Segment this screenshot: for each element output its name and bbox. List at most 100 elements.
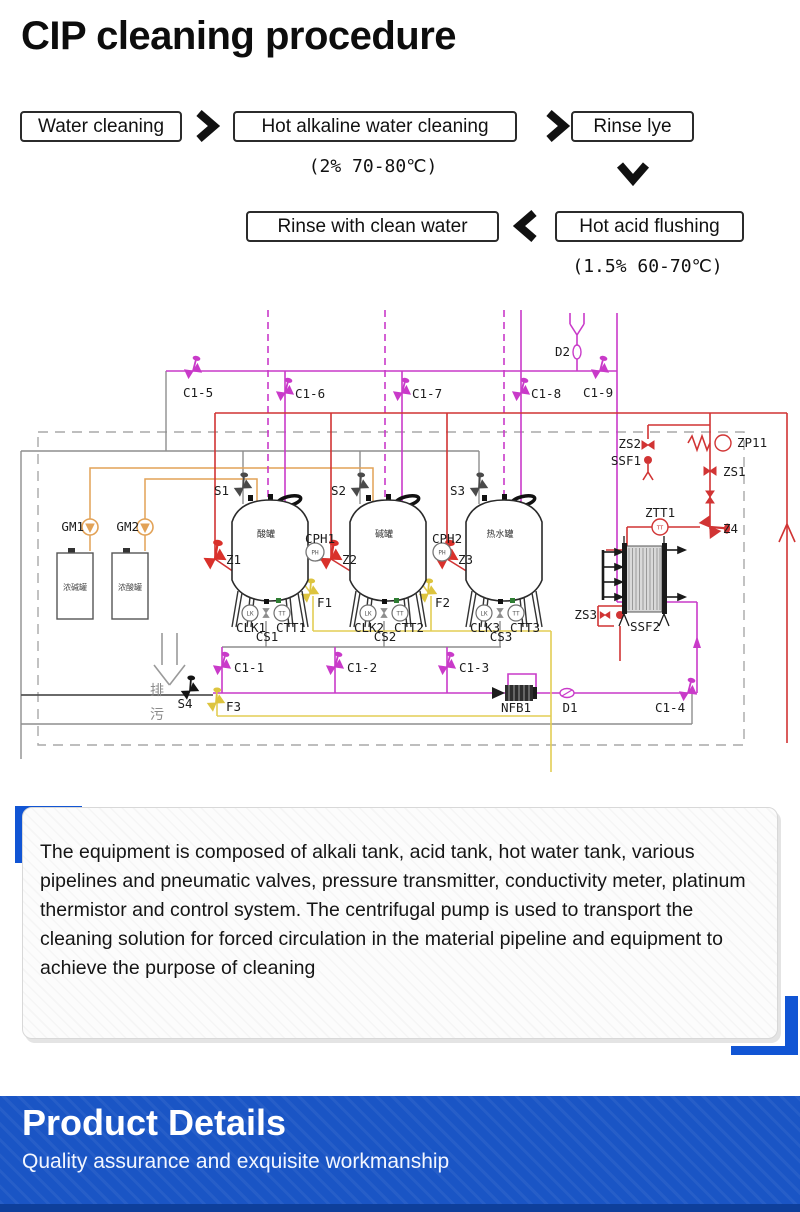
- page-title: CIP cleaning procedure: [21, 14, 457, 58]
- diagram-labels: C1-5 C1-6 C1-7 C1-8 C1-9 D2 S1 S2 S3 Z1 …: [61, 344, 767, 723]
- drain-arrow-icon: [153, 633, 186, 686]
- equipment-description: The equipment is composed of alkali tank…: [40, 841, 746, 979]
- acid-tank: [230, 491, 310, 629]
- label-cs1: CS1: [256, 629, 279, 644]
- arrow-left-icon: [513, 209, 537, 243]
- label-ssf2: SSF2: [630, 619, 660, 634]
- label-alkali-tank: 碱罐: [375, 528, 393, 540]
- label-clk1: CLK1: [236, 620, 266, 635]
- label-zs1: ZS1: [723, 464, 746, 479]
- label-cs2: CS2: [374, 629, 397, 644]
- hot-water-piping: [214, 412, 796, 743]
- flow-note-alkaline-condition: (2% 70-80℃): [308, 156, 438, 177]
- label-drain-char-2: 污: [150, 707, 164, 723]
- orange-piping: [89, 467, 374, 551]
- label-d1: D1: [562, 700, 577, 715]
- description-card: [22, 807, 778, 1039]
- glyph-tt-2: TT: [396, 611, 404, 618]
- label-c1-9: C1-9: [583, 385, 613, 400]
- label-z4: Z4: [723, 521, 738, 536]
- ssf1-sensor-icon: [644, 456, 652, 464]
- banner-subtitle: Quality assurance and exquisite workmans…: [22, 1150, 450, 1173]
- arrow-right-icon: [546, 109, 570, 143]
- label-s3: S3: [450, 483, 465, 498]
- flow-note-acid-condition: (1.5% 60-70℃): [572, 256, 723, 277]
- flow-step-rinse-lye: Rinse lye: [571, 111, 694, 142]
- label-ssf1: SSF1: [611, 453, 641, 468]
- label-cs3: CS3: [490, 629, 513, 644]
- label-clk3: CLK3: [470, 620, 500, 635]
- label-c1-2: C1-2: [347, 660, 377, 675]
- label-ztt1: ZTT1: [645, 505, 675, 520]
- centrifugal-pump-nfb1-icon: [492, 685, 537, 701]
- label-ctt2: CTT2: [394, 620, 424, 635]
- label-drain-char-1: 排: [150, 683, 164, 699]
- hot-water-tank: [464, 491, 544, 629]
- flow-step-label: Hot acid flushing: [579, 215, 720, 237]
- label-ctt3: CTT3: [510, 620, 540, 635]
- label-s1: S1: [214, 483, 229, 498]
- glyph-tt-3: TT: [512, 611, 520, 618]
- label-c1-6: C1-6: [295, 386, 325, 401]
- banner-bottom-strip: [0, 1204, 800, 1212]
- label-zs3: ZS3: [574, 607, 597, 622]
- arrow-down-icon: [616, 162, 650, 187]
- concentrate-tanks: [56, 548, 149, 620]
- d1-indicator-line: [561, 689, 573, 697]
- ph-meter-2-icon: [432, 542, 452, 562]
- plate-heat-exchanger: [601, 536, 688, 627]
- flow-arrow-up-magenta: [693, 636, 701, 648]
- alkali-tank: [348, 491, 428, 629]
- flow-step-hot-acid-flushing: Hot acid flushing: [555, 211, 744, 242]
- flow-step-rinse-clean-water: Rinse with clean water: [246, 211, 499, 242]
- label-clk2: CLK2: [354, 620, 384, 635]
- cip-supply-piping: [166, 310, 698, 694]
- label-f1: F1: [317, 595, 332, 610]
- arrow-right-icon: [196, 109, 220, 143]
- flow-step-label: Rinse with clean water: [277, 215, 468, 237]
- glyph-ph-2: PH: [438, 550, 446, 557]
- label-s2: S2: [331, 483, 346, 498]
- label-z3: Z3: [458, 552, 473, 567]
- ztt1-transmitter-icon: [651, 518, 669, 536]
- product-details-banner: Product Details Quality assurance and ex…: [0, 1096, 800, 1204]
- label-f3: F3: [226, 699, 241, 714]
- glyph-lk-2: LK: [364, 611, 372, 618]
- label-d2: D2: [555, 344, 570, 359]
- label-c1-1: C1-1: [234, 660, 264, 675]
- flow-step-label: Water cleaning: [37, 115, 165, 137]
- label-c1-8: C1-8: [531, 386, 561, 401]
- banner-title: Product Details: [22, 1102, 287, 1143]
- label-s4: S4: [177, 696, 192, 711]
- label-hot-water-tank: 热水罐: [486, 528, 513, 540]
- label-nfb1: NFB1: [501, 700, 531, 715]
- label-zp11: ZP11: [737, 435, 767, 450]
- glyph-lk-3: LK: [480, 611, 488, 618]
- card-corner-accent-bottom-right: [731, 996, 798, 1055]
- label-cph2: CPH2: [432, 531, 462, 546]
- label-ctt1: CTT1: [276, 620, 306, 635]
- label-c1-5: C1-5: [183, 385, 213, 400]
- flow-step-water-cleaning: Water cleaning: [20, 111, 182, 142]
- glyph-tt-1: TT: [278, 611, 286, 618]
- label-zs2: ZS2: [618, 436, 641, 451]
- label-c1-4: C1-4: [655, 700, 685, 715]
- d2-indicator-icon: [572, 344, 582, 360]
- glyph-lk-1: LK: [246, 611, 254, 618]
- label-z2: Z2: [342, 552, 357, 567]
- zp11-gauge-icon: [714, 434, 732, 452]
- label-c1-3: C1-3: [459, 660, 489, 675]
- label-gm2: GM2: [116, 519, 139, 534]
- flow-step-label: Rinse lye: [593, 115, 672, 137]
- dosing-pump-gm1-icon: [81, 518, 99, 536]
- dosing-pump-gm2-icon: [136, 518, 154, 536]
- label-c1-7: C1-7: [412, 386, 442, 401]
- cip-pid-diagram: C1-5 C1-6 C1-7 C1-8 C1-9 D2 S1 S2 S3 Z1 …: [20, 310, 796, 772]
- label-conc-alkali-tank: 浓碱罐: [63, 582, 87, 592]
- label-z1: Z1: [226, 552, 241, 567]
- label-f2: F2: [435, 595, 450, 610]
- label-cph1: CPH1: [305, 531, 335, 546]
- glyph-ph-1: PH: [311, 550, 319, 557]
- flow-step-label: Hot alkaline water cleaning: [261, 115, 489, 137]
